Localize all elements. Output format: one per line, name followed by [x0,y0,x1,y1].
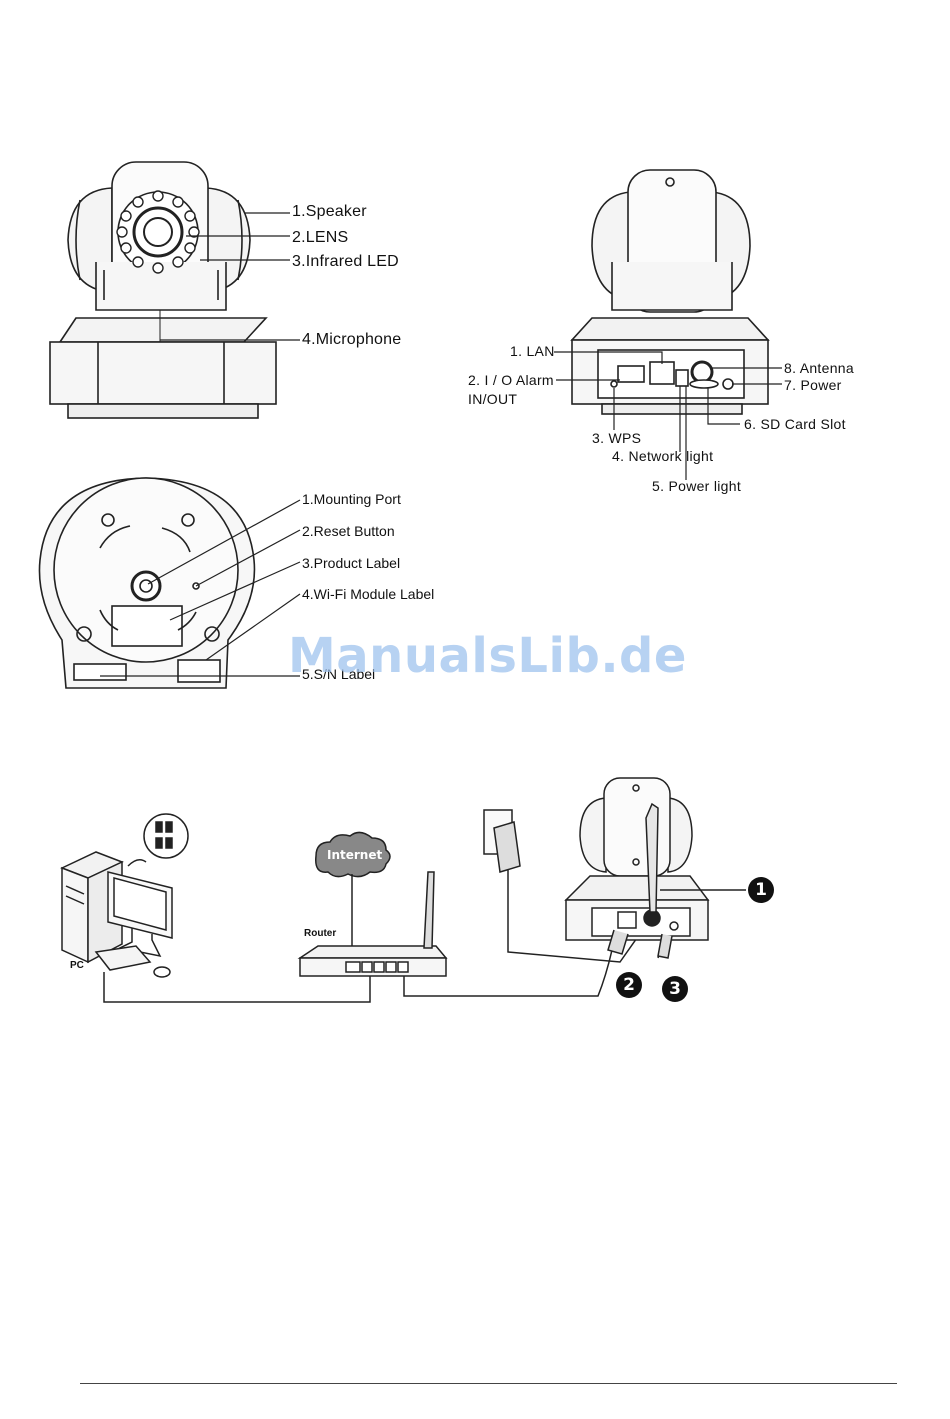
pc-label: PC [70,960,84,971]
step-1-badge: 1 [748,877,774,903]
footer-rule [80,1383,897,1384]
router-label: Router [304,928,336,939]
internet-label: Internet [327,848,382,862]
step-3-badge: 3 [662,976,688,1002]
step-2-badge: 2 [616,972,642,998]
